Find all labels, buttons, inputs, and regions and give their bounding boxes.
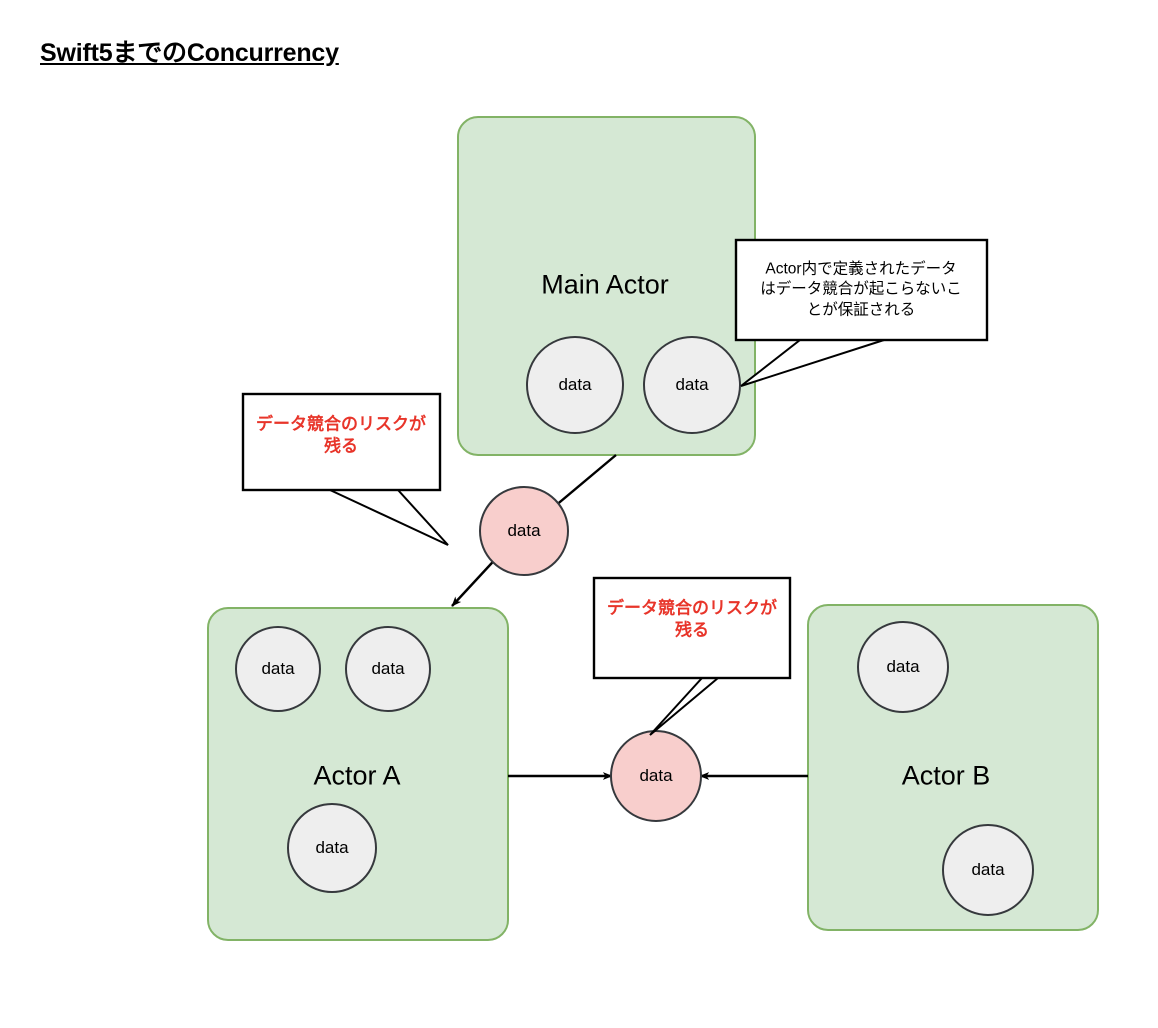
data-label-main-2: data: [675, 375, 709, 394]
page-title: Swift5までのConcurrency: [40, 39, 339, 67]
data-circle-main-1[interactable]: [526, 336, 624, 434]
callout-tail-risk-bottom: [649, 677, 721, 736]
data-label-a-3: data: [315, 838, 349, 857]
actor-label-main-actor: Main Actor: [541, 269, 669, 300]
data-circle-b-1[interactable]: [857, 621, 949, 713]
actor-label-actor-a: Actor A: [313, 760, 401, 791]
callout-text-actor-guarantee: Actor内で定義されたデータ はデータ競合が起こらないこ とが保証される: [760, 259, 962, 320]
callout-box-risk-top[interactable]: [241, 392, 442, 492]
callout-text-risk-top: データ競合のリスクが 残る: [256, 414, 426, 459]
data-circle-b-2[interactable]: [942, 824, 1034, 916]
callout-line: 残る: [324, 437, 358, 456]
actor-label-actor-b: Actor B: [901, 760, 991, 791]
data-circle-a-3[interactable]: [287, 803, 377, 893]
data-label-b-2: data: [971, 860, 1005, 879]
data-label-a-1: data: [261, 659, 295, 678]
callout-tail-actor-guarantee: [740, 339, 885, 387]
data-circle-a-1[interactable]: [235, 626, 321, 712]
callout-box-actor-guarantee[interactable]: [734, 238, 989, 342]
callout-line: データ競合のリスクが: [256, 414, 426, 434]
shared-data-label-bottom: data: [639, 766, 673, 785]
data-label-b-1: data: [886, 657, 920, 676]
callout-box-risk-bottom[interactable]: [592, 576, 792, 680]
data-label-a-2: data: [371, 659, 405, 678]
callout-text-risk-bottom: データ競合のリスクが 残る: [607, 598, 777, 643]
shared-data-label-top: data: [507, 521, 541, 540]
data-circle-a-2[interactable]: [345, 626, 431, 712]
shared-data-circle-top[interactable]: [479, 486, 569, 576]
data-label-main-1: data: [558, 375, 592, 394]
data-circle-main-2[interactable]: [643, 336, 741, 434]
callout-line: 残る: [675, 621, 709, 640]
callout-tail-risk-top: [329, 489, 449, 546]
callout-line: はデータ競合が起こらないこ: [760, 280, 962, 298]
callout-line: Actor内で定義されたデータ: [765, 260, 957, 278]
callout-line: データ競合のリスクが: [607, 598, 777, 618]
callout-line: とが保証される: [806, 301, 916, 319]
